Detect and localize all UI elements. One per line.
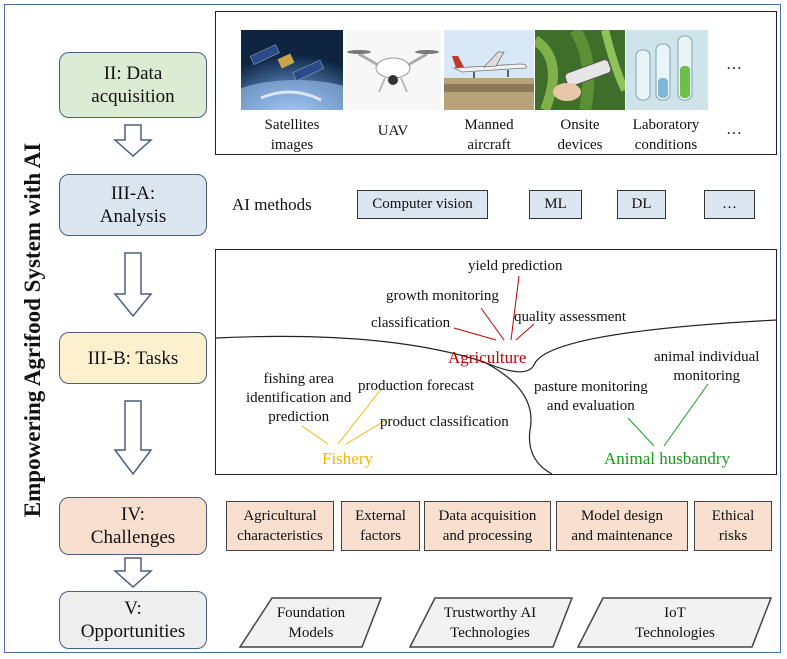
source-label-line: Satellites bbox=[264, 117, 320, 133]
challenge-line: Ethical bbox=[711, 508, 755, 524]
aircraft-image bbox=[444, 30, 534, 110]
opportunity-line: Technologies bbox=[450, 625, 530, 641]
stage-label-line: II: Data bbox=[103, 63, 163, 84]
opportunity-iot: IoT Technologies bbox=[605, 603, 745, 643]
opportunity-line: Trustworthy AI bbox=[443, 605, 537, 621]
down-arrow-icon bbox=[113, 557, 153, 589]
task-yield-prediction: yield prediction bbox=[468, 258, 563, 274]
stage-label-line: Opportunities bbox=[80, 621, 186, 642]
down-arrow-icon bbox=[113, 400, 153, 476]
source-label-line: conditions bbox=[634, 137, 698, 153]
method-computer-vision: Computer vision bbox=[357, 190, 488, 219]
source-label: Onsite devices bbox=[530, 115, 630, 155]
method-ml: ML bbox=[529, 190, 582, 219]
satellite-image bbox=[241, 30, 343, 110]
source-label-line: devices bbox=[557, 137, 603, 153]
stage-label-line: V: bbox=[124, 598, 142, 619]
stage-label-line: III-A: bbox=[110, 183, 156, 204]
task-classification: classification bbox=[371, 315, 451, 331]
stage-opportunities: V:Opportunities bbox=[59, 591, 207, 649]
challenge-data-acquisition: Data acquisition and processing bbox=[424, 501, 551, 551]
stage-label-line: Analysis bbox=[99, 206, 167, 227]
opportunity-trustworthy-ai: Trustworthy AI Technologies bbox=[420, 603, 560, 643]
sources-more: … bbox=[726, 121, 742, 138]
down-arrow-icon bbox=[113, 124, 153, 158]
source-label-line: UAV bbox=[377, 123, 409, 139]
challenge-line: Agricultural bbox=[243, 508, 317, 524]
source-label-line: Onsite bbox=[560, 117, 600, 133]
challenge-line: and maintenance bbox=[571, 528, 673, 544]
challenge-line: Data acquisition bbox=[438, 508, 537, 524]
task-animal-individual-monitoring: animal individual monitoring bbox=[654, 348, 759, 386]
tasks-panel: yield prediction growth monitoring class… bbox=[215, 249, 778, 475]
challenge-line: External bbox=[355, 508, 406, 524]
task-group-fishery: Fishery bbox=[322, 449, 373, 468]
drone-image bbox=[345, 30, 441, 110]
source-label-line: images bbox=[270, 137, 314, 153]
task-growth-monitoring: growth monitoring bbox=[386, 288, 499, 304]
stage-label-line: Challenges bbox=[90, 527, 176, 548]
source-label: UAV bbox=[343, 121, 443, 141]
task-line: identification and bbox=[246, 390, 352, 406]
stage-label-line: III-B: Tasks bbox=[87, 347, 179, 369]
data-sources-panel: … Satellites images UAV Manned aircraft On… bbox=[215, 11, 777, 155]
task-group-animal-husbandry: Animal husbandry bbox=[604, 449, 731, 468]
challenge-line: Model design bbox=[580, 508, 664, 524]
side-title: Empowering Agrifood System with AI bbox=[20, 142, 45, 518]
task-production-forecast: production forecast bbox=[358, 378, 475, 394]
task-fishing-area: fishing area identification and predicti… bbox=[246, 370, 351, 427]
challenge-line: and processing bbox=[442, 528, 533, 544]
task-line: monitoring bbox=[673, 368, 741, 384]
task-line: and evaluation bbox=[546, 398, 635, 414]
task-group-agriculture: Agriculture bbox=[448, 348, 527, 367]
ai-methods-label: AI methods bbox=[232, 195, 312, 214]
source-label-line: Manned bbox=[464, 117, 514, 133]
stage-label-line: acquisition bbox=[91, 86, 175, 107]
task-line: pasture monitoring bbox=[534, 379, 648, 395]
task-line: fishing area bbox=[263, 371, 334, 387]
source-label: Manned aircraft bbox=[439, 115, 539, 155]
opportunity-line: Technologies bbox=[635, 625, 715, 641]
opportunity-line: Models bbox=[288, 625, 334, 641]
stage-label-line: IV: bbox=[121, 504, 145, 525]
method-dl: DL bbox=[617, 190, 666, 219]
down-arrow-icon bbox=[113, 252, 153, 318]
challenge-model-design: Model design and maintenance bbox=[556, 501, 688, 551]
diagram-frame bbox=[4, 4, 781, 653]
source-label: Laboratory conditions bbox=[616, 115, 716, 155]
opportunity-line: IoT bbox=[664, 605, 686, 621]
task-line: animal individual bbox=[654, 349, 760, 365]
tasks-connector-lines bbox=[216, 275, 778, 475]
challenge-line: characteristics bbox=[237, 528, 323, 544]
challenge-agricultural-characteristics: Agricultural characteristics bbox=[226, 501, 334, 551]
opportunity-line: Foundation bbox=[276, 605, 346, 621]
challenge-ethical-risks: Ethical risks bbox=[694, 501, 772, 551]
source-label: Satellites images bbox=[242, 115, 342, 155]
source-label-line: Laboratory bbox=[632, 117, 700, 133]
stage-analysis: III-A:Analysis bbox=[59, 174, 207, 236]
stage-tasks: III-B: Tasks bbox=[59, 332, 207, 384]
task-pasture-monitoring: pasture monitoring and evaluation bbox=[534, 378, 648, 416]
challenge-line: factors bbox=[360, 528, 401, 544]
source-label-line: aircraft bbox=[467, 137, 511, 153]
task-product-classification: product classification bbox=[380, 414, 509, 430]
lab-tubes-image bbox=[626, 30, 708, 110]
method-more: … bbox=[704, 190, 755, 219]
stage-challenges: IV:Challenges bbox=[59, 497, 207, 555]
challenge-external-factors: External factors bbox=[341, 501, 420, 551]
challenge-line: risks bbox=[718, 528, 748, 544]
task-quality-assessment: quality assessment bbox=[514, 309, 627, 325]
task-line: prediction bbox=[268, 409, 330, 425]
handheld-device-image bbox=[535, 30, 625, 110]
sources-more: … bbox=[726, 56, 742, 73]
